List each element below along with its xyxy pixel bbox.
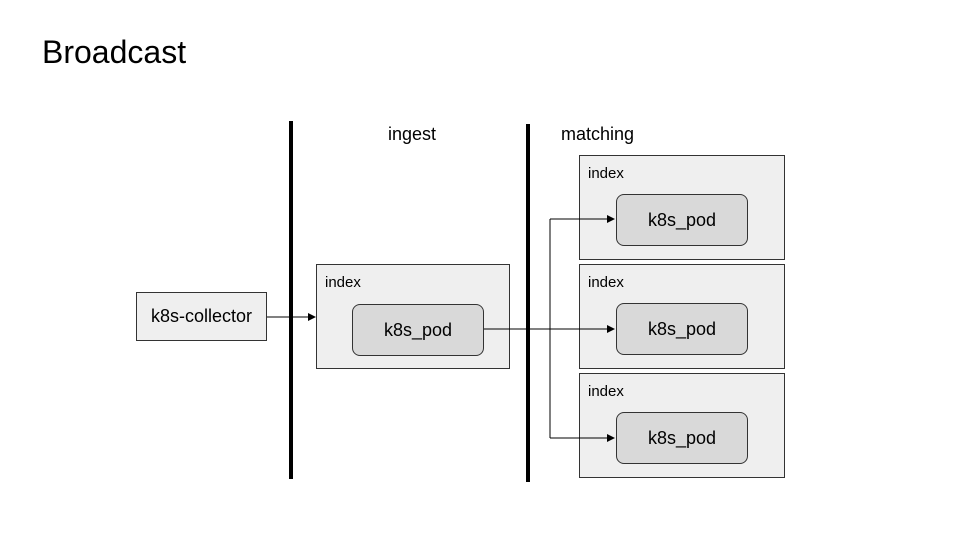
matching-index-box-3: index k8s_pod xyxy=(579,373,785,478)
collector-label: k8s-collector xyxy=(150,306,253,326)
ingest-index-label: index xyxy=(325,274,361,291)
matching-pod-2: k8s_pod xyxy=(616,303,748,355)
page-title: Broadcast xyxy=(42,34,187,70)
matching-pod-label-3: k8s_pod xyxy=(647,427,717,448)
collector-node: k8s-collector xyxy=(136,292,267,341)
matching-index-label-2: index xyxy=(588,274,624,291)
matching-index-box-1: index k8s_pod xyxy=(579,155,785,260)
column-label-matching: matching xyxy=(561,124,635,144)
ingest-pod-label: k8s_pod xyxy=(383,319,453,340)
column-label-ingest: ingest xyxy=(388,124,437,144)
divider-right xyxy=(526,124,530,482)
ingest-pod: k8s_pod xyxy=(352,304,484,356)
matching-pod-label-1: k8s_pod xyxy=(647,209,717,230)
matching-pod-3: k8s_pod xyxy=(616,412,748,464)
matching-pod-1: k8s_pod xyxy=(616,194,748,246)
matching-index-box-2: index k8s_pod xyxy=(579,264,785,369)
matching-index-label-1: index xyxy=(588,165,624,182)
matching-index-label-3: index xyxy=(588,383,624,400)
ingest-index-box: index k8s_pod xyxy=(316,264,510,369)
divider-left xyxy=(289,121,293,479)
matching-pod-label-2: k8s_pod xyxy=(647,318,717,339)
